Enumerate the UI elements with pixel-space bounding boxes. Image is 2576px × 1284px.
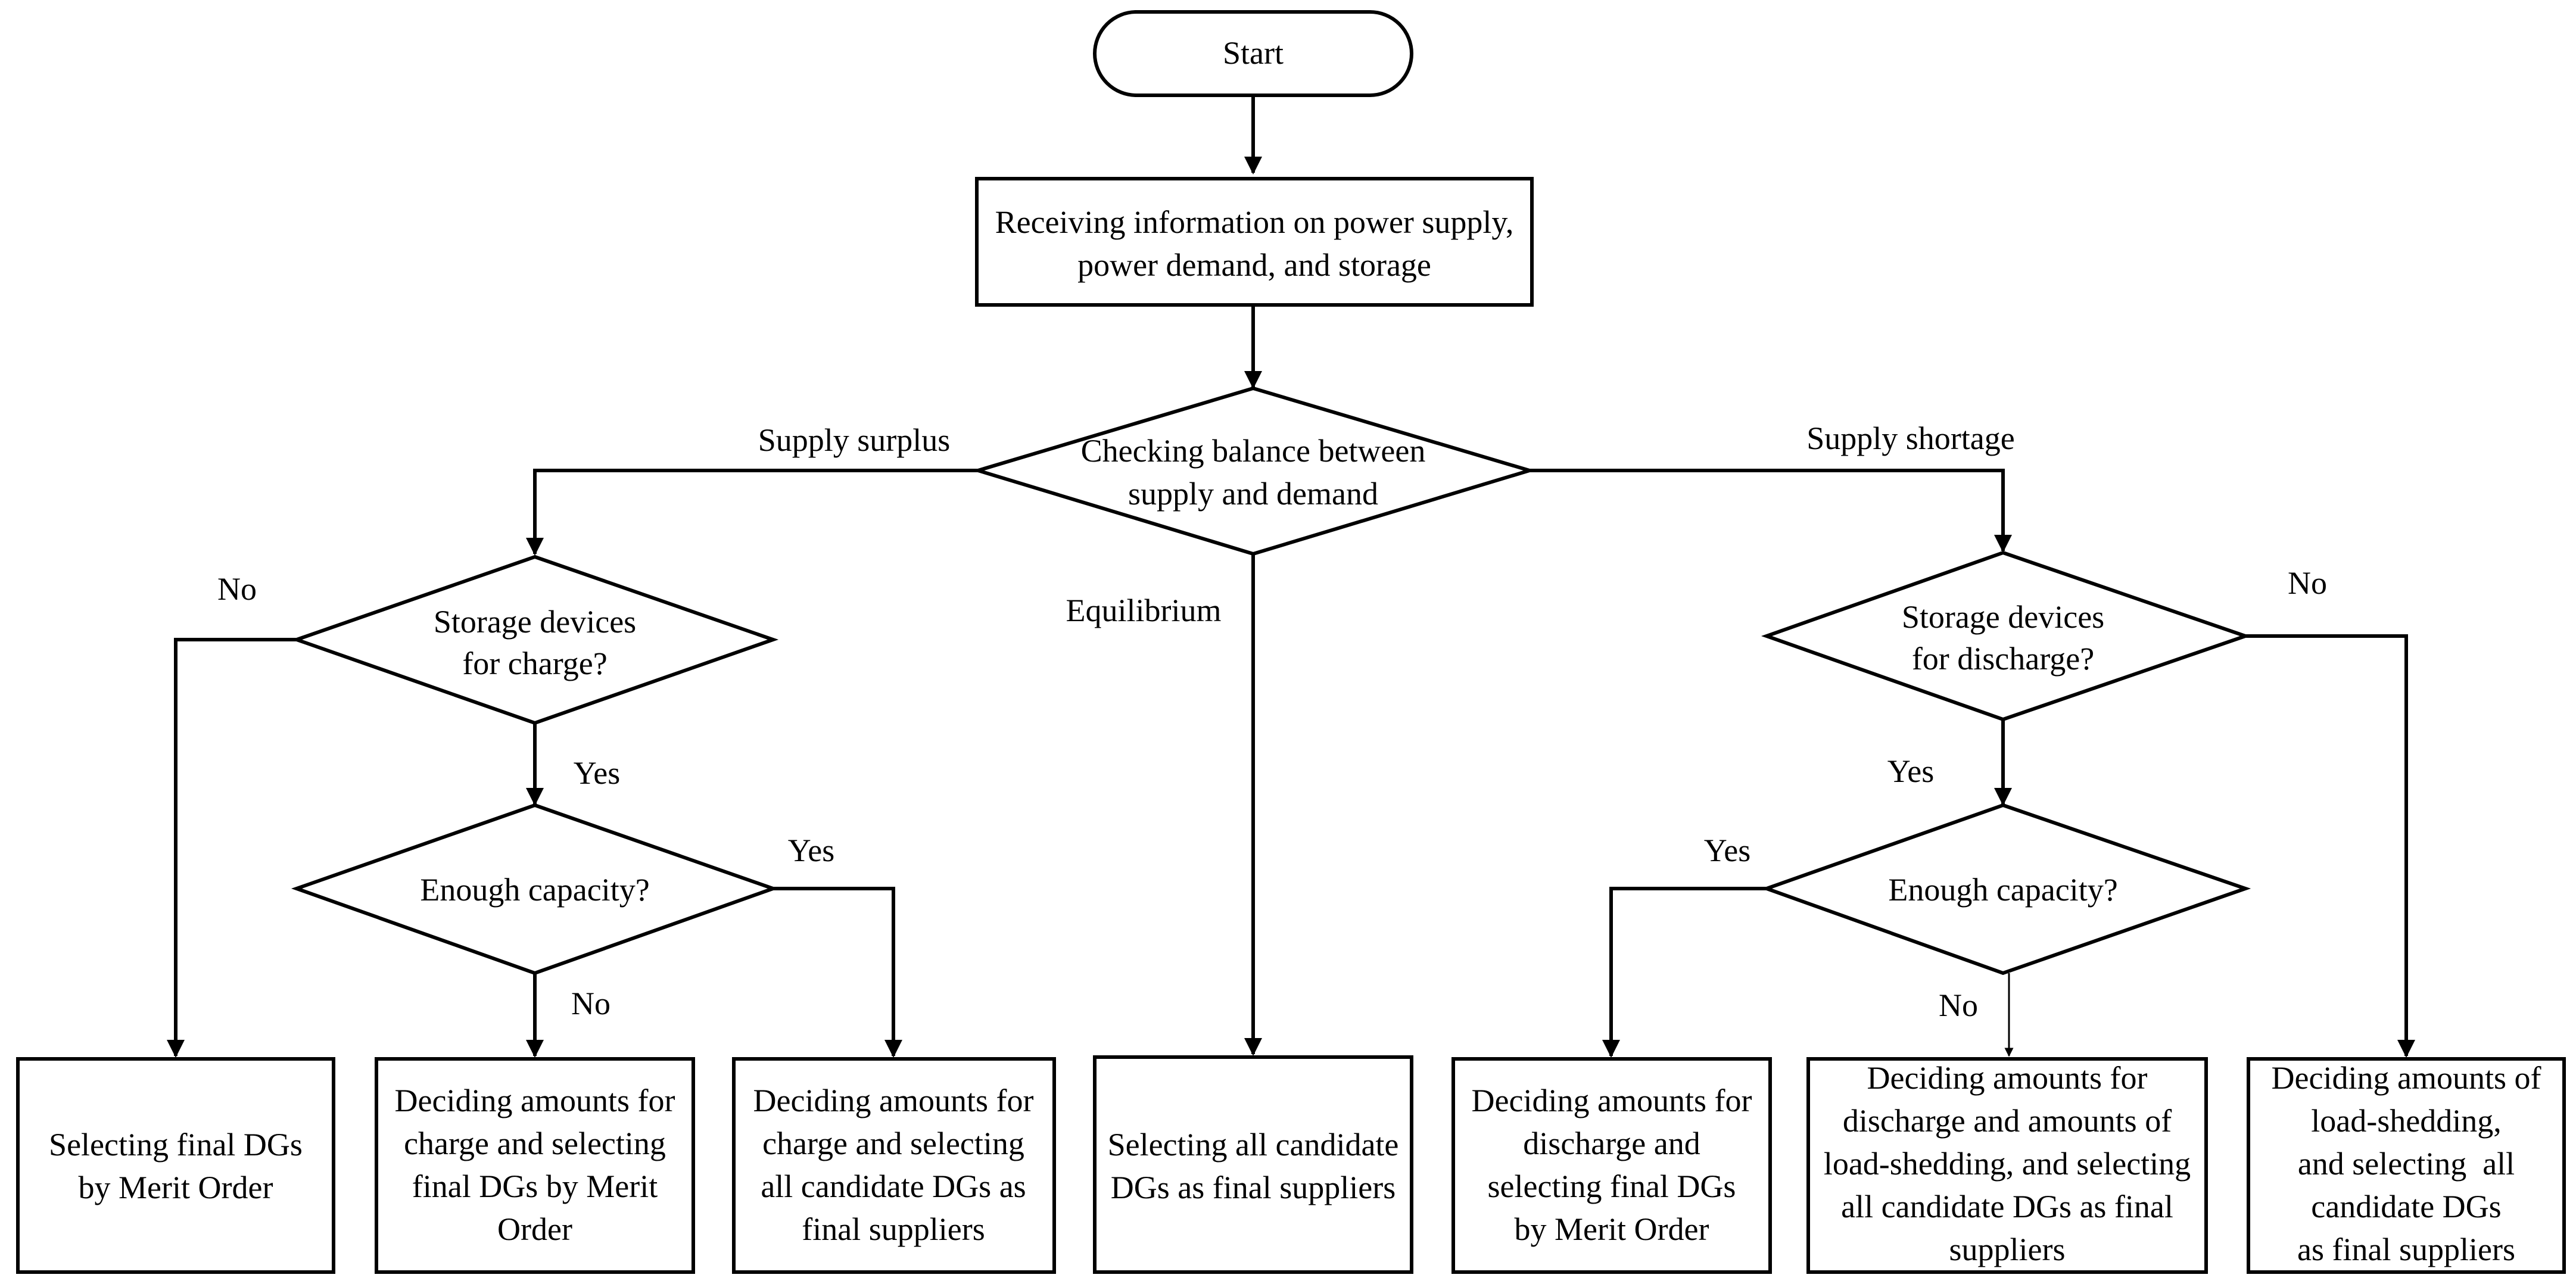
outcome-load-shed-label: Deciding amounts of load-shedding, and sel… [2272, 1060, 2541, 1267]
text-line: for charge? [462, 646, 607, 681]
text-line: power demand, and storage [1077, 247, 1431, 283]
text-line: and selecting all [2298, 1146, 2515, 1182]
text-line: Deciding amounts for [1867, 1060, 2148, 1096]
arrow-balance-to-storage-charge [526, 469, 978, 556]
storage-discharge-decision [1761, 550, 2251, 722]
capacity-right-label: Enough capacity? [1888, 872, 2117, 908]
balance-label: Checking balance between supply and deman… [1081, 433, 1426, 512]
text-line: load-shedding, [2311, 1103, 2501, 1139]
receive-info-box [975, 177, 1534, 307]
text-line: DGs as final suppliers [1111, 1170, 1396, 1205]
text-line: Storage devices [434, 604, 636, 640]
outcome-charge-all-label: Deciding amounts for charge and selecting… [753, 1083, 1034, 1247]
text-line: selecting final DGs [1488, 1168, 1736, 1204]
capacity-left-label: Enough capacity? [420, 872, 649, 908]
storage-charge-label: Storage devices for charge? [434, 604, 636, 681]
text-line: Checking balance between [1081, 433, 1426, 469]
outcome-charge-merit-label: Deciding amounts for charge and selecting… [395, 1083, 675, 1247]
no-right-2-label: No [1939, 987, 1978, 1023]
text-line: supply and demand [1128, 476, 1378, 512]
receive-info-label: Receiving information on power supply, po… [995, 204, 1514, 283]
text-line: Selecting all candidate [1108, 1127, 1399, 1163]
no-left-2-label: No [571, 986, 610, 1021]
node-labels: Start Receiving information on power sup… [49, 35, 2541, 1267]
arrow-capacity-right-yes [1602, 887, 1767, 1058]
outcome-discharge-merit-box [1451, 1057, 1772, 1274]
text-line: final DGs by Merit [412, 1168, 658, 1204]
outcome-charge-merit-box [375, 1057, 695, 1274]
text-line: Enough capacity? [420, 872, 649, 908]
supply-shortage-label: Supply shortage [1806, 420, 2014, 456]
outcome-load-shed-box [2247, 1057, 2566, 1274]
text-line: discharge and amounts of [1843, 1103, 2172, 1139]
outcome-discharge-shed-box [1806, 1057, 2208, 1274]
no-left-label: No [217, 571, 257, 607]
storage-discharge-label: Storage devices for discharge? [1902, 599, 2104, 677]
text-line: load-shedding, and selecting [1824, 1146, 2191, 1182]
yes-right-1-label: Yes [1887, 753, 1935, 789]
edge-labels: Supply surplus Supply shortage Equilibri… [217, 420, 2327, 1023]
text-line: Deciding amounts for [753, 1083, 1034, 1118]
arrow-balance-to-storage-discharge [1530, 469, 2012, 553]
text-line: Order [497, 1211, 572, 1247]
arrow-capacity-left-yes [773, 887, 902, 1058]
capacity-right-decision [1761, 803, 2251, 976]
outcome-select-all-box [1093, 1055, 1413, 1274]
shapes [16, 10, 2566, 1274]
balance-decision [971, 386, 1536, 556]
supply-surplus-label: Supply surplus [758, 422, 951, 458]
text-line: charge and selecting [404, 1126, 666, 1161]
start-terminal [1093, 10, 1413, 97]
text-line: as final suppliers [2297, 1232, 2515, 1267]
yes-right-2-label: Yes [1704, 833, 1751, 868]
text-line: final suppliers [802, 1211, 985, 1247]
text-line: Start [1223, 35, 1284, 71]
text-line: Selecting final DGs [49, 1127, 303, 1163]
no-right-label: No [2288, 565, 2327, 601]
arrow-storage-charge-no [167, 638, 297, 1058]
text-line: Deciding amounts for [395, 1083, 675, 1118]
text-line: Storage devices [1902, 599, 2104, 635]
arrow-storage-discharge-no [2245, 634, 2415, 1058]
capacity-left-decision [291, 803, 779, 976]
text-line: charge and selecting [762, 1126, 1024, 1161]
text-line: by Merit Order [1515, 1211, 1709, 1247]
outcome-merit-order-label: Selecting final DGs by Merit Order [49, 1127, 303, 1205]
yes-left-1-label: Yes [574, 755, 621, 791]
text-line: suppliers [1949, 1232, 2066, 1267]
text-line: Deciding amounts for [1472, 1083, 1752, 1118]
storage-charge-decision [291, 554, 779, 725]
text-line: all candidate DGs as [761, 1168, 1026, 1204]
equilibrium-label: Equilibrium [1066, 593, 1222, 628]
text-line: Deciding amounts of [2272, 1060, 2541, 1096]
text-line: for discharge? [1912, 641, 2094, 677]
outcome-discharge-shed-label: Deciding amounts for discharge and amount… [1824, 1060, 2191, 1267]
text-line: by Merit Order [79, 1170, 273, 1205]
start-label: Start [1223, 35, 1284, 71]
connectors [167, 95, 2415, 1058]
yes-left-2-label: Yes [788, 833, 835, 868]
outcome-charge-all-box [732, 1057, 1056, 1274]
text-line: Receiving information on power supply, [995, 204, 1514, 240]
outcome-discharge-merit-label: Deciding amounts for discharge and selecti… [1472, 1083, 1752, 1247]
text-line: discharge and [1523, 1126, 1700, 1161]
text-line: Enough capacity? [1888, 872, 2117, 908]
text-line: candidate DGs [2311, 1189, 2501, 1224]
text-line: all candidate DGs as final [1841, 1189, 2173, 1224]
outcome-merit-order-box [16, 1057, 335, 1274]
